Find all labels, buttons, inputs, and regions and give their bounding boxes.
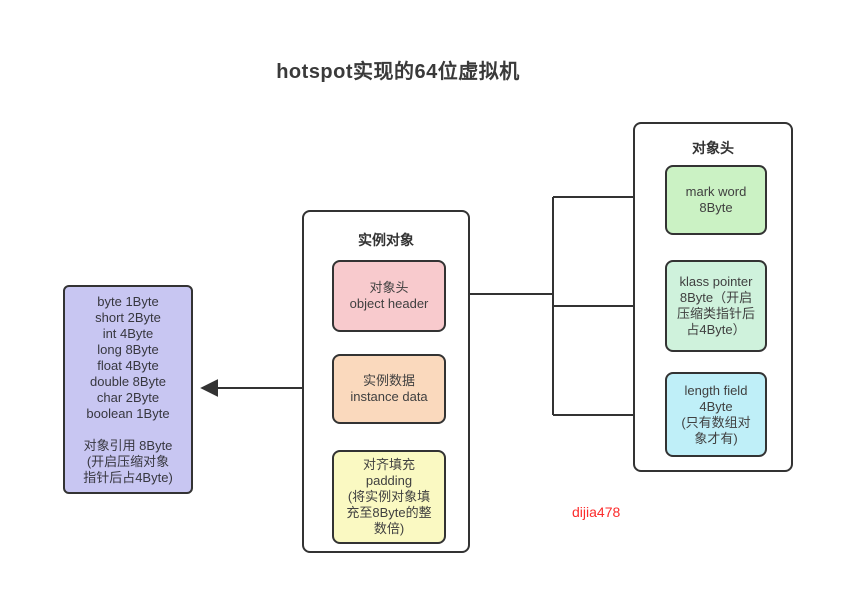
mark-word-node: mark word 8Byte <box>665 165 767 235</box>
length-field-text: length field 4Byte (只有数组对 象才有) <box>681 382 751 446</box>
klass-pointer-text: klass pointer 8Byte（开启 压缩类指针后 占4Byte） <box>676 274 755 337</box>
field-sizes-text: byte 1Byte short 2Byte int 4Byte long 8B… <box>83 293 173 485</box>
padding-text: 对齐填充 padding (将实例对象填 充至8Byte的整 数倍) <box>346 457 432 536</box>
instance-object-container: 实例对象 对象头 object header 实例数据 instance dat… <box>302 210 470 553</box>
object-header-node: 对象头 object header <box>332 260 446 332</box>
field-sizes-box: byte 1Byte short 2Byte int 4Byte long 8B… <box>63 285 193 494</box>
instance-data-node: 实例数据 instance data <box>332 354 446 424</box>
diagram-title: hotspot实现的64位虚拟机 <box>276 61 520 83</box>
mark-word-text: mark word 8Byte <box>685 184 747 215</box>
watermark: dijia478 <box>572 504 621 520</box>
object-header-text: 对象头 object header <box>349 280 429 311</box>
object-header-group-container: 对象头 mark word 8Byte klass pointer 8Byte（… <box>633 122 793 472</box>
instance-object-label: 实例对象 <box>358 232 414 248</box>
padding-node: 对齐填充 padding (将实例对象填 充至8Byte的整 数倍) <box>332 450 446 544</box>
object-header-group-label: 对象头 <box>692 140 734 156</box>
instance-data-text: 实例数据 instance data <box>350 373 428 404</box>
klass-pointer-node: klass pointer 8Byte（开启 压缩类指针后 占4Byte） <box>665 260 767 352</box>
length-field-node: length field 4Byte (只有数组对 象才有) <box>665 372 767 457</box>
